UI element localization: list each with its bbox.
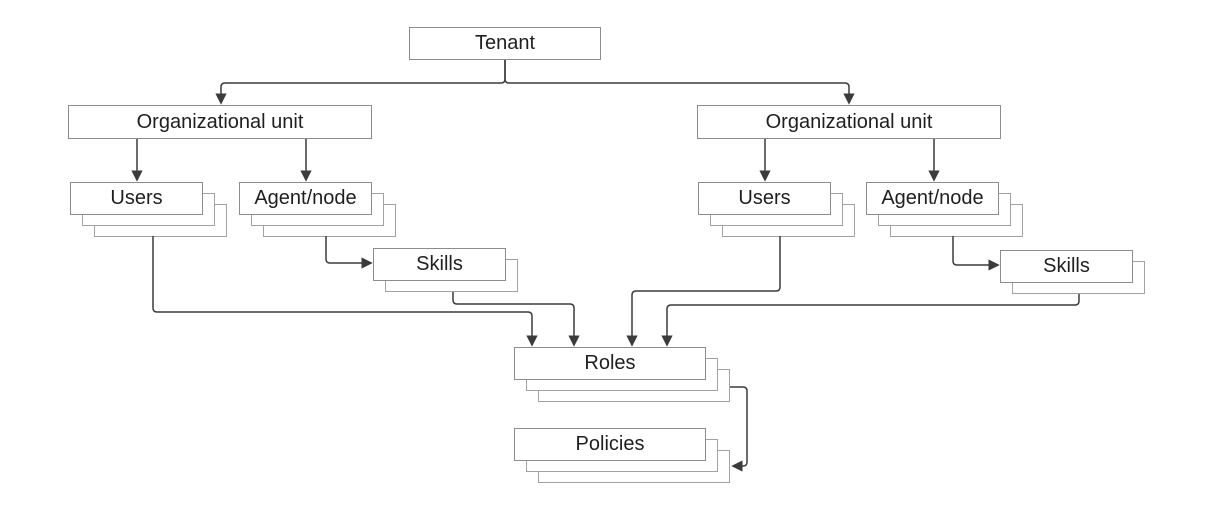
node-skills-left: Skills: [373, 248, 518, 292]
node-organizational-unit-right: Organizational unit: [697, 105, 1001, 139]
edge-tenant-to-org-right: [504, 60, 855, 105]
node-agent-node-right-label: Agent/node: [866, 182, 999, 215]
node-roles-label: Roles: [514, 347, 706, 380]
node-agent-node-left-label: Agent/node: [239, 182, 372, 215]
node-users-left: Users: [70, 182, 227, 237]
node-roles: Roles: [514, 347, 730, 402]
edge-tenant-to-org-left: [215, 60, 506, 105]
node-tenant-label: Tenant: [409, 27, 601, 60]
node-users-left-label: Users: [70, 182, 203, 215]
edge-skills-right-to-roles: [661, 294, 1080, 347]
node-skills-left-label: Skills: [373, 248, 506, 281]
edge-skills-left-to-roles: [452, 292, 580, 347]
node-organizational-unit-right-label: Organizational unit: [697, 105, 1001, 139]
node-skills-right-label: Skills: [1000, 250, 1133, 283]
node-skills-right: Skills: [1000, 250, 1145, 294]
edge-agent-right-to-skills-right: [952, 236, 1000, 271]
node-policies: Policies: [514, 428, 730, 483]
node-policies-label: Policies: [514, 428, 706, 461]
node-users-right-label: Users: [698, 182, 831, 215]
edge-users-right-to-roles: [626, 236, 781, 347]
node-agent-node-left: Agent/node: [239, 182, 396, 237]
edge-roles-to-policies: [730, 386, 748, 472]
node-users-right: Users: [698, 182, 855, 237]
node-agent-node-right: Agent/node: [866, 182, 1023, 237]
node-organizational-unit-left: Organizational unit: [68, 105, 372, 139]
edge-agent-left-to-skills-left: [325, 236, 373, 269]
node-tenant: Tenant: [409, 27, 601, 60]
node-organizational-unit-left-label: Organizational unit: [68, 105, 372, 139]
